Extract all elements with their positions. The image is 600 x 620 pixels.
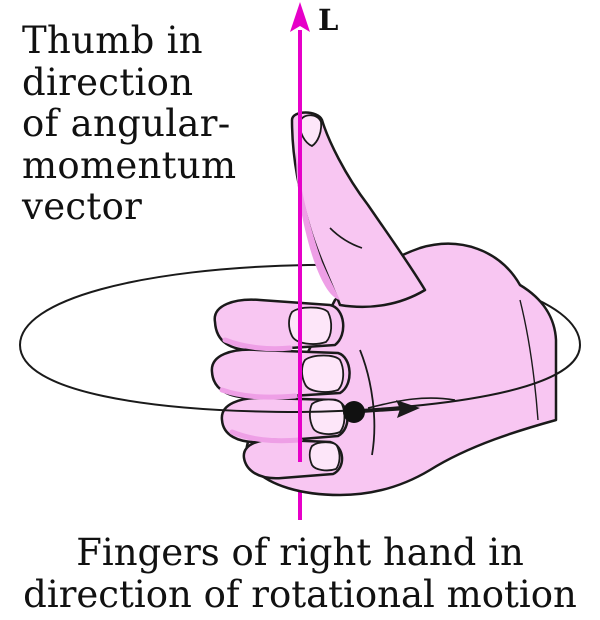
thumb-caption-line: Thumb in [22, 20, 236, 62]
angular-momentum-arrowhead-icon [290, 2, 310, 32]
nail-pinky [310, 442, 340, 470]
thumb-caption-line: of angular- [22, 103, 236, 145]
thumb-caption-line: direction [22, 62, 236, 104]
hand-icon [212, 113, 556, 496]
vector-label: L [318, 2, 338, 38]
thumb-caption-line: vector [22, 186, 236, 228]
nail-ring [310, 400, 345, 435]
nail-middle [302, 356, 343, 393]
fingers-caption: Fingers of right hand in direction of ro… [0, 532, 600, 616]
thumb-caption-line: momentum [22, 145, 236, 187]
nail-index [289, 308, 331, 345]
fingers-caption-line: Fingers of right hand in [0, 532, 600, 574]
thumb-caption: Thumb in direction of angular- momentum … [22, 20, 236, 228]
fingers-caption-line: direction of rotational motion [0, 574, 600, 616]
rotating-point-icon [343, 401, 365, 423]
